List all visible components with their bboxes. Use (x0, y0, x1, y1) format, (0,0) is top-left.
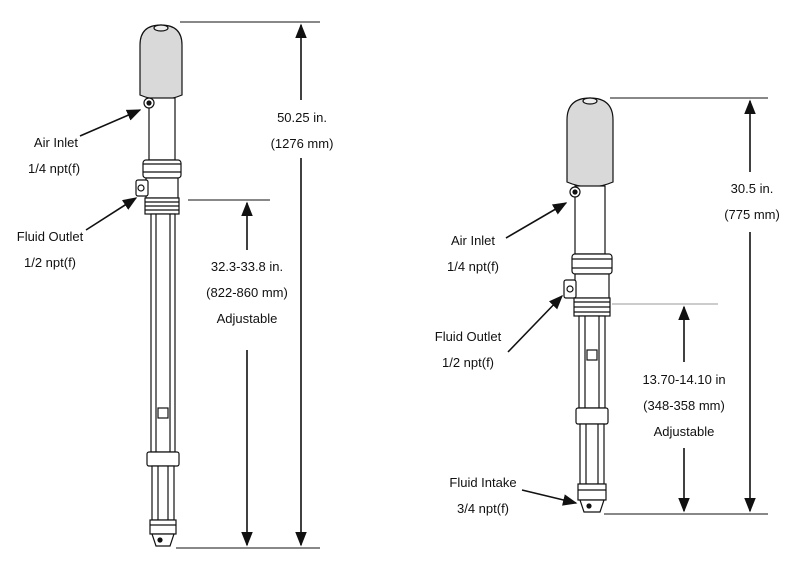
right-fluid-outlet-size: 1/2 npt(f) (441, 355, 495, 370)
left-air-inlet-label: Air Inlet (33, 135, 78, 150)
right-air-inlet-arrow (505, 202, 568, 239)
right-fluid-outlet-label: Fluid Outlet (434, 329, 502, 344)
left-air-inlet-callout: Air Inlet 1/4 npt(f) (28, 130, 81, 182)
right-fluid-intake-port-icon (577, 483, 607, 501)
left-air-motor-cap-icon (139, 24, 183, 101)
right-fluid-outlet-arrow (507, 294, 563, 353)
left-overall-dimension-label: 50.25 in. (1276 mm) (262, 105, 342, 157)
right-tube-note: Adjustable (653, 424, 715, 439)
left-fluid-outlet-arrow (85, 197, 138, 231)
right-air-inlet-size: 1/4 npt(f) (446, 259, 500, 274)
right-pump-drawing (563, 97, 614, 513)
right-overall-imperial: 30.5 in. (730, 181, 774, 196)
right-fluid-intake-size: 3/4 npt(f) (456, 501, 510, 516)
right-overall-dimension-label: 30.5 in. (775 mm) (712, 176, 792, 228)
left-air-inlet-arrow (79, 109, 142, 137)
right-fluid-intake-label: Fluid Intake (449, 475, 517, 490)
right-overall-metric: (775 mm) (724, 207, 780, 222)
left-overall-imperial: 50.25 in. (277, 110, 327, 125)
left-air-inlet-size: 1/4 npt(f) (28, 161, 81, 176)
right-air-inlet-label: Air Inlet (450, 233, 496, 248)
right-air-motor-cap-icon (566, 97, 614, 188)
left-tube-metric: (822-860 mm) (206, 285, 288, 300)
left-fluid-outlet-callout: Fluid Outlet 1/2 npt(f) (10, 224, 90, 276)
left-tube-imperial: 32.3-33.8 in. (210, 259, 284, 274)
left-fluid-outlet-size: 1/2 npt(f) (23, 255, 77, 270)
right-fluid-outlet-callout: Fluid Outlet 1/2 npt(f) (426, 324, 510, 376)
right-tube-metric: (348-358 mm) (643, 398, 725, 413)
right-tube-dimension-label: 13.70-14.10 in (348-358 mm) Adjustable (636, 367, 732, 445)
left-tube-dimension-label: 32.3-33.8 in. (822-860 mm) Adjustable (200, 254, 294, 332)
left-pump-drawing (135, 24, 183, 547)
right-fluid-intake-callout: Fluid Intake 3/4 npt(f) (440, 470, 526, 522)
right-fluid-intake-arrow (521, 489, 578, 506)
right-tube-imperial: 13.70-14.10 in (642, 372, 726, 387)
right-air-inlet-callout: Air Inlet 1/4 npt(f) (438, 228, 508, 280)
left-fluid-outlet-label: Fluid Outlet (16, 229, 84, 244)
left-tube-note: Adjustable (216, 311, 278, 326)
left-overall-metric: (1276 mm) (270, 136, 334, 151)
